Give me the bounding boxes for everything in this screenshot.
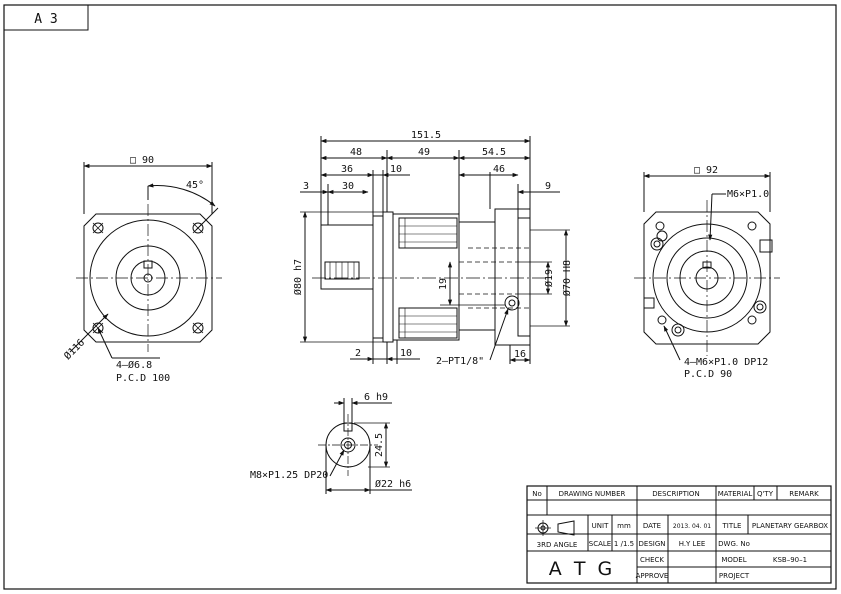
rear-bolt-tl xyxy=(655,221,665,231)
side-49-text: 49 xyxy=(418,147,430,158)
tb-design-value: H.Y LEE xyxy=(679,540,706,548)
front-angle-arc xyxy=(147,183,216,207)
rear-hole-4 xyxy=(671,323,685,337)
side-front-flange xyxy=(382,211,394,343)
tb-header-material: MATERIAL xyxy=(718,490,753,498)
shaft-detail xyxy=(318,398,412,494)
tb-title-value: PLANETARY GEARBOX xyxy=(752,522,828,530)
tb-design-label: DESIGN xyxy=(639,540,666,548)
shaft-key-text: 6 h9 xyxy=(364,392,388,403)
side-rear-body xyxy=(458,221,496,331)
shaft-height-text: 24.5 xyxy=(374,433,385,457)
tb-title-label: TITLE xyxy=(722,522,742,530)
front-hole-tl xyxy=(92,222,104,234)
rear-mid-circle xyxy=(666,237,748,319)
tb-project-label: PROJECT xyxy=(719,572,750,580)
tb-approve-label: APPROVE xyxy=(636,572,669,580)
side-48-text: 48 xyxy=(350,147,362,158)
front-pcd-text: P.C.D 100 xyxy=(116,373,170,384)
front-hole-leader xyxy=(97,327,113,359)
front-square-dim-text: □ 90 xyxy=(130,155,154,166)
tb-header-qty: Q'TY xyxy=(757,490,774,498)
side-70-text: Ø70 H8 xyxy=(561,260,573,296)
front-angle-text: 45° xyxy=(186,180,204,191)
side-3-text: 3 xyxy=(303,181,309,192)
rear-hole-2 xyxy=(753,300,767,314)
side-2-text: 2 xyxy=(355,348,361,359)
tb-header-drawing-number: DRAWING NUMBER xyxy=(559,490,626,498)
tb-check-label: CHECK xyxy=(640,556,664,564)
tb-unit-value: mm xyxy=(617,522,631,530)
side-36-text: 36 xyxy=(341,164,353,175)
side-total-text: 151.5 xyxy=(411,130,441,141)
rear-pcd-text: P.C.D 90 xyxy=(684,369,732,380)
rear-view xyxy=(634,172,780,361)
front-diameter-text: Ø116 xyxy=(62,337,88,363)
side-port-leader xyxy=(489,308,509,361)
side-46-text: 46 xyxy=(493,164,505,175)
tb-header-no: No xyxy=(532,490,542,498)
shaft-thread-leader xyxy=(329,449,345,477)
rear-flange-outline xyxy=(643,211,771,345)
sheet-size-label: A 3 xyxy=(34,12,57,27)
title-block xyxy=(526,485,832,584)
tb-dwg-label: DWG. No xyxy=(718,540,750,548)
rear-bolt-tr xyxy=(747,221,757,231)
rear-holes-text: 4–M6×P1.0 DP12 xyxy=(684,357,768,368)
rear-thread-text: M6×P1.0 xyxy=(727,189,769,200)
side-10-bot-text: 10 xyxy=(400,348,412,359)
side-flange-lip xyxy=(372,215,384,339)
sheet-border xyxy=(3,4,837,590)
front-flange-outline xyxy=(83,213,213,343)
tb-projection: 3RD ANGLE xyxy=(537,541,578,549)
rear-bolt-br xyxy=(747,315,757,325)
side-19d-text: Ø19 xyxy=(543,269,555,287)
tb-model-label: MODEL xyxy=(721,556,746,564)
side-port xyxy=(504,295,520,311)
front-hole-tr xyxy=(192,222,204,234)
rear-hole-3 xyxy=(656,230,668,242)
side-view xyxy=(300,136,570,364)
tb-header-remark: REMARK xyxy=(789,490,819,498)
rear-thread-leader xyxy=(708,193,713,241)
side-54-text: 54.5 xyxy=(482,147,506,158)
tb-company-logo: A T G xyxy=(549,558,615,580)
rear-holes-leader xyxy=(663,325,681,361)
side-9-text: 9 xyxy=(545,181,551,192)
front-hole-br xyxy=(192,322,204,334)
rear-bolt-bl xyxy=(657,315,667,325)
side-rear-flange xyxy=(494,208,531,346)
side-19-text: 19 xyxy=(438,278,449,290)
side-16-text: 16 xyxy=(514,349,526,360)
tb-date-label: DATE xyxy=(643,522,661,530)
rear-port-left xyxy=(643,297,655,309)
side-housing xyxy=(392,213,460,341)
tb-scale-label: SCALE xyxy=(589,540,611,548)
tb-date-value: 2013. 04. 01 xyxy=(673,523,711,530)
rear-port-right xyxy=(759,239,773,253)
tb-unit-label: UNIT xyxy=(592,522,609,530)
front-view xyxy=(69,162,222,359)
side-80-text: Ø80 h7 xyxy=(292,259,304,295)
side-port-text: 2–PT1/8" xyxy=(436,356,484,367)
side-30-text: 30 xyxy=(342,181,354,192)
tb-scale-value: 1 /1.5 xyxy=(614,540,634,548)
shaft-thread-text: M8×P1.25 DP20 xyxy=(250,470,328,481)
rear-square-dim-text: □ 92 xyxy=(694,165,718,176)
tb-model-value: KSB–90–1 xyxy=(773,556,807,564)
sheet-size-box xyxy=(3,4,89,31)
side-bolt-top xyxy=(398,217,458,249)
front-holes-text: 4–Ø6.8 xyxy=(116,359,152,371)
projection-cone xyxy=(557,520,575,536)
rear-hole-1 xyxy=(650,237,664,251)
front-dia-leader xyxy=(69,313,109,353)
side-bolt-bottom xyxy=(398,307,458,339)
shaft-dia-text: Ø22 h6 xyxy=(375,478,411,490)
tb-header-description: DESCRIPTION xyxy=(652,490,699,498)
side-10-top-text: 10 xyxy=(390,164,402,175)
